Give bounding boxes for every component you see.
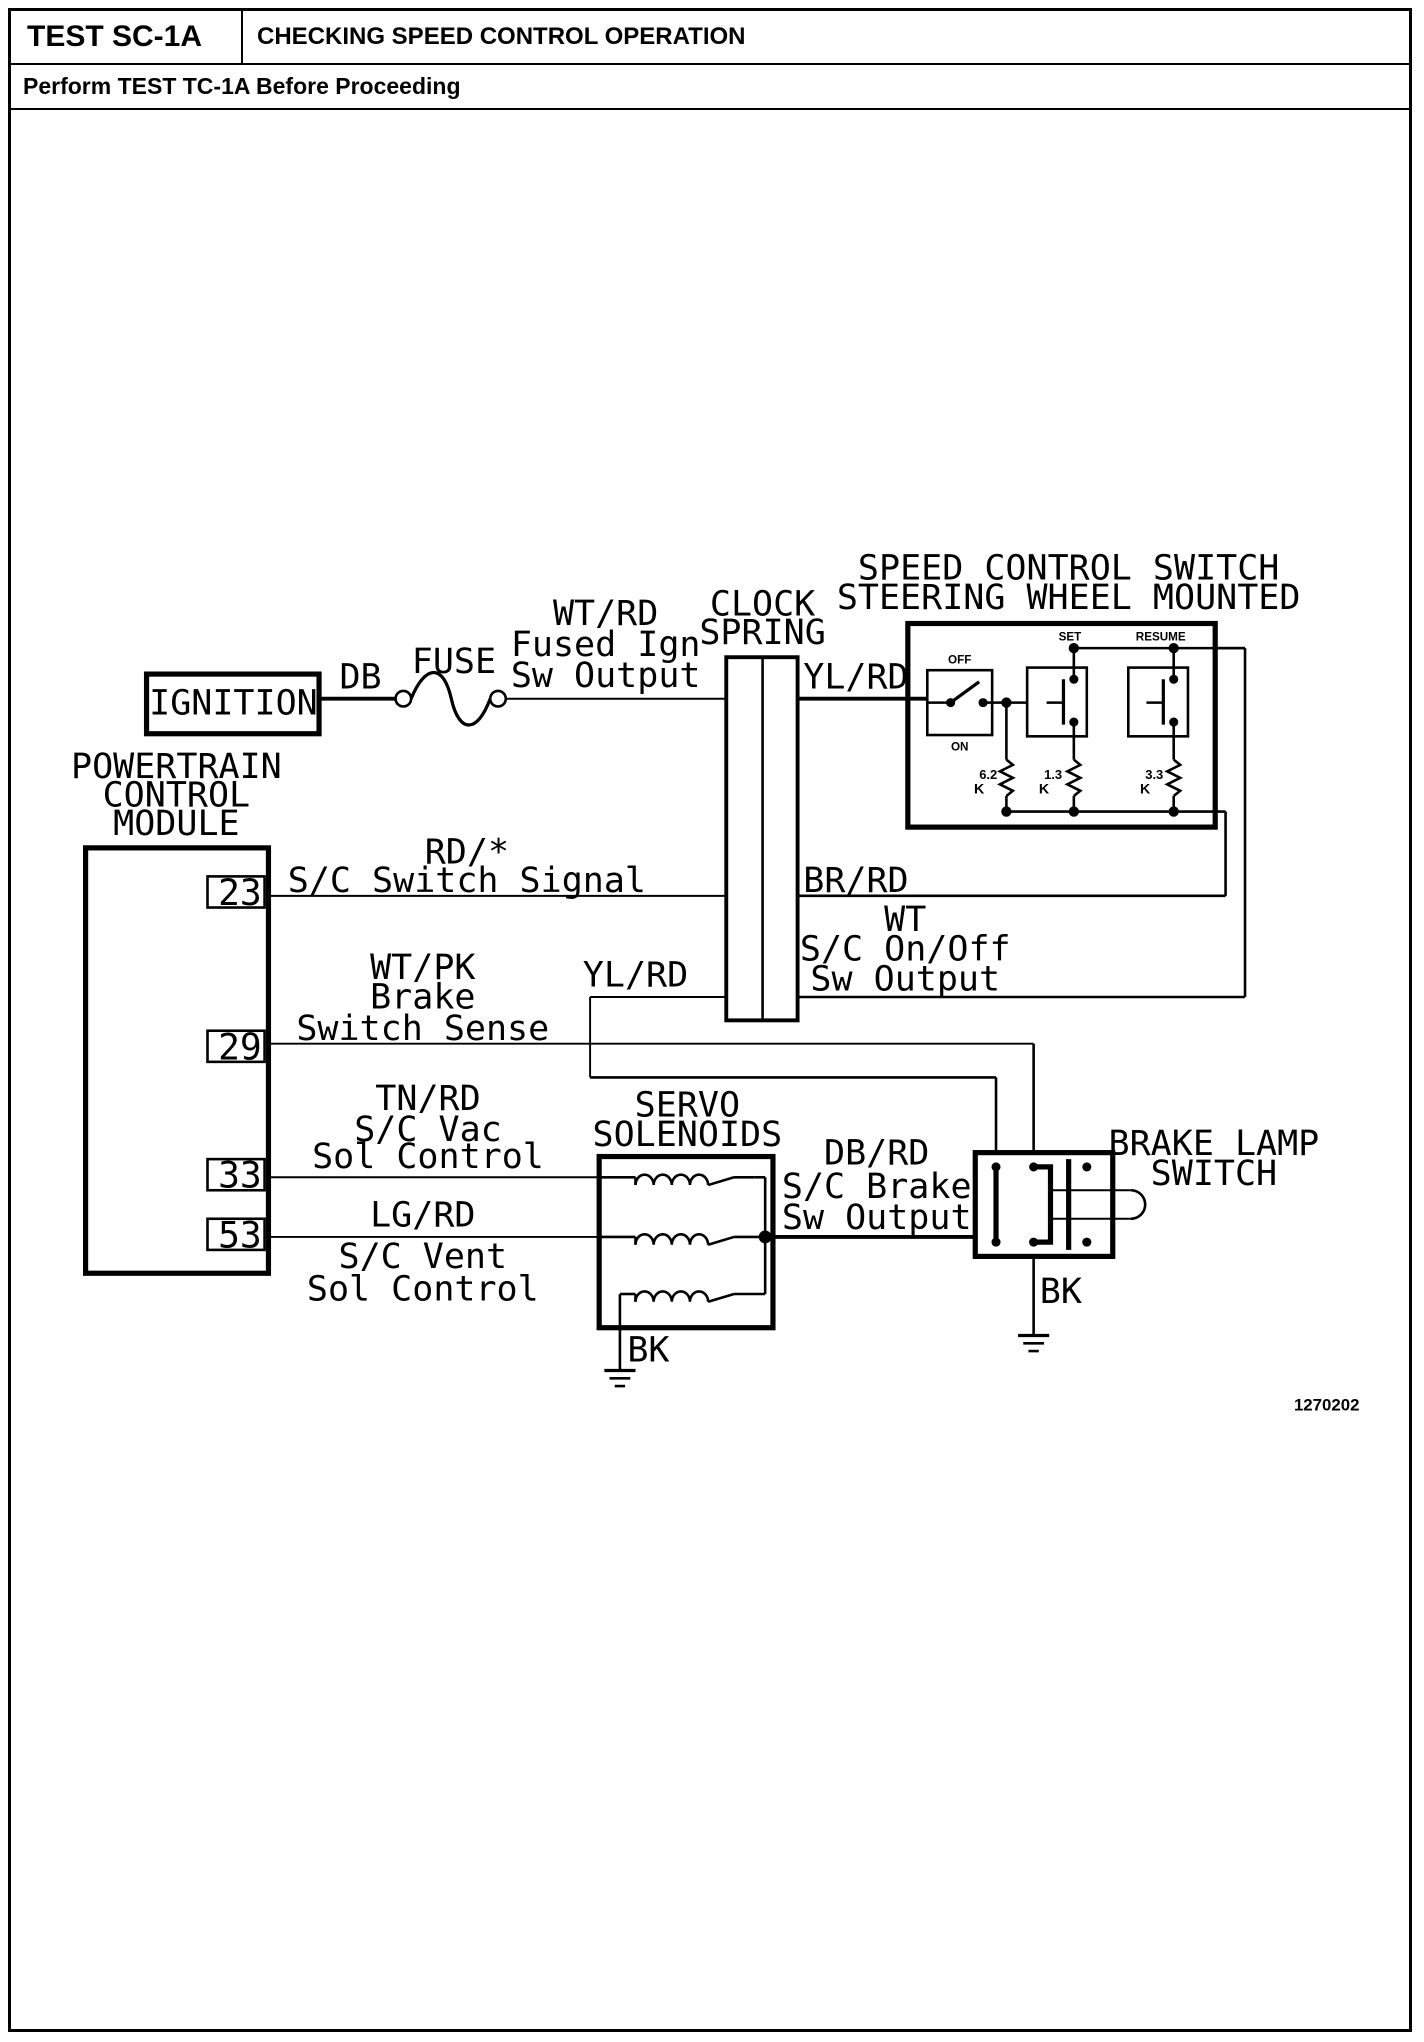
bk-servo-label: BK	[627, 1330, 669, 1370]
resume-switch-icon	[1146, 648, 1179, 727]
test-subtitle: Perform TEST TC-1A Before Proceeding	[11, 65, 1409, 110]
figure-number: 1270202	[1294, 1396, 1360, 1415]
pcm-label-2: CONTROL	[103, 775, 251, 815]
set-label: SET	[1059, 630, 1082, 643]
third-coil-icon	[618, 1290, 766, 1328]
brake-lamp-switch	[972, 1150, 1116, 1259]
clock-spring-label-1: CLOCK	[710, 585, 815, 625]
yl-rd-top-label: YL/RD	[803, 657, 908, 697]
pcm-pin-23-box	[206, 875, 266, 909]
header-bar: TEST SC-1A CHECKING SPEED CONTROL OPERAT…	[11, 11, 1409, 65]
pcm-pin-29: 29	[218, 1025, 262, 1068]
on-off-desc-2: Sw Output	[810, 960, 1000, 1000]
fused-ign-desc2: Sw Output	[511, 656, 701, 696]
test-id: TEST SC-1A	[11, 11, 243, 63]
brake-output-desc-2: Sw Output	[782, 1198, 972, 1238]
resistor-1-unit: K	[974, 781, 985, 797]
vac-coil-icon	[599, 1173, 755, 1187]
test-page: TEST SC-1A CHECKING SPEED CONTROL OPERAT…	[8, 8, 1412, 2032]
plunger-icon	[1130, 1188, 1147, 1221]
sc-switch-label-1: SPEED CONTROL SWITCH	[858, 548, 1279, 588]
sc-switch-signal-desc: S/C Switch Signal	[288, 861, 646, 901]
resistor-1-value: 6.2	[979, 767, 997, 782]
brake-sense-desc-2: Switch Sense	[296, 1009, 549, 1049]
resume-label: RESUME	[1136, 630, 1186, 643]
bk-brake-label: BK	[1040, 1272, 1082, 1312]
pcm-pin-29-box	[206, 1029, 266, 1064]
brake-sense-desc-1: Brake	[370, 978, 475, 1018]
brake-lamp-label-2: SWITCH	[1151, 1154, 1277, 1194]
pcm-pin-53: 53	[218, 1213, 262, 1256]
ignition-label: IGNITION	[149, 683, 318, 723]
fused-ign-desc: Fused Ign	[511, 625, 701, 665]
pcm-pin-33: 33	[218, 1154, 262, 1197]
vent-sol-desc-2: Sol Control	[307, 1269, 539, 1309]
servo-label-1: SERVO	[635, 1085, 740, 1125]
fuse-label: FUSE	[412, 642, 496, 682]
sc-switch-signal-color: RD/*	[425, 832, 509, 872]
resistor-2-unit: K	[1039, 781, 1050, 797]
vent-sol-color: LG/RD	[370, 1196, 475, 1236]
br-rd-label: BR/RD	[803, 861, 908, 901]
on-off-desc-1: S/C On/Off	[800, 930, 1011, 970]
clock-spring-label-2: SPRING	[699, 613, 825, 653]
ground-icon-brake	[1018, 1333, 1050, 1353]
resistor-3-3k-icon	[1164, 758, 1184, 797]
set-switch-icon	[1046, 648, 1079, 727]
off-on-switch-icon	[927, 680, 993, 708]
brake-output-desc-1: S/C Brake	[782, 1167, 972, 1207]
fused-ign-color: WT/RD	[553, 594, 658, 634]
vac-sol-desc-1: S/C Vac	[354, 1110, 502, 1150]
on-off-color: WT	[884, 900, 926, 940]
resistor-3-unit: K	[1140, 781, 1151, 797]
pcm-label-3: MODULE	[113, 804, 239, 844]
pcm-label-1: POWERTRAIN	[71, 747, 282, 787]
test-title: CHECKING SPEED CONTROL OPERATION	[257, 23, 746, 50]
servo-solenoids-box	[596, 1153, 776, 1331]
pcm-pin-33-box	[206, 1157, 266, 1192]
brake-sense-color: WT/PK	[370, 948, 475, 988]
on-label: ON	[951, 741, 968, 754]
yl-rd-mid-label: YL/RD	[583, 956, 688, 996]
brake-output-color: DB/RD	[824, 1133, 929, 1173]
db-wire-label: DB	[339, 657, 381, 697]
resistor-2-value: 1.3	[1044, 767, 1062, 782]
pcm-pin-53-box	[206, 1217, 266, 1252]
off-label: OFF	[948, 654, 971, 667]
vac-sol-desc-2: Sol Control	[312, 1137, 544, 1177]
ground-icon-servo	[604, 1368, 636, 1388]
pcm-pin-23: 23	[218, 871, 262, 914]
vac-sol-color: TN/RD	[375, 1079, 480, 1119]
sc-switch-label-2: STEERING WHEEL MOUNTED	[837, 578, 1301, 618]
vent-sol-desc-1: S/C Vent	[339, 1237, 508, 1277]
servo-label-2: SOLENOIDS	[593, 1115, 783, 1155]
resistor-6-2k-icon	[997, 758, 1016, 797]
pcm-box	[83, 845, 272, 1276]
resistor-1-3k-icon	[1064, 758, 1084, 797]
resistor-3-value: 3.3	[1145, 767, 1163, 782]
ignition-box	[143, 671, 322, 737]
speed-control-switch	[905, 620, 1218, 830]
brake-lamp-label-1: BRAKE LAMP	[1109, 1124, 1320, 1164]
vent-coil-icon	[599, 1233, 766, 1246]
brake-lamp-switch-contacts-icon	[991, 1159, 1131, 1250]
